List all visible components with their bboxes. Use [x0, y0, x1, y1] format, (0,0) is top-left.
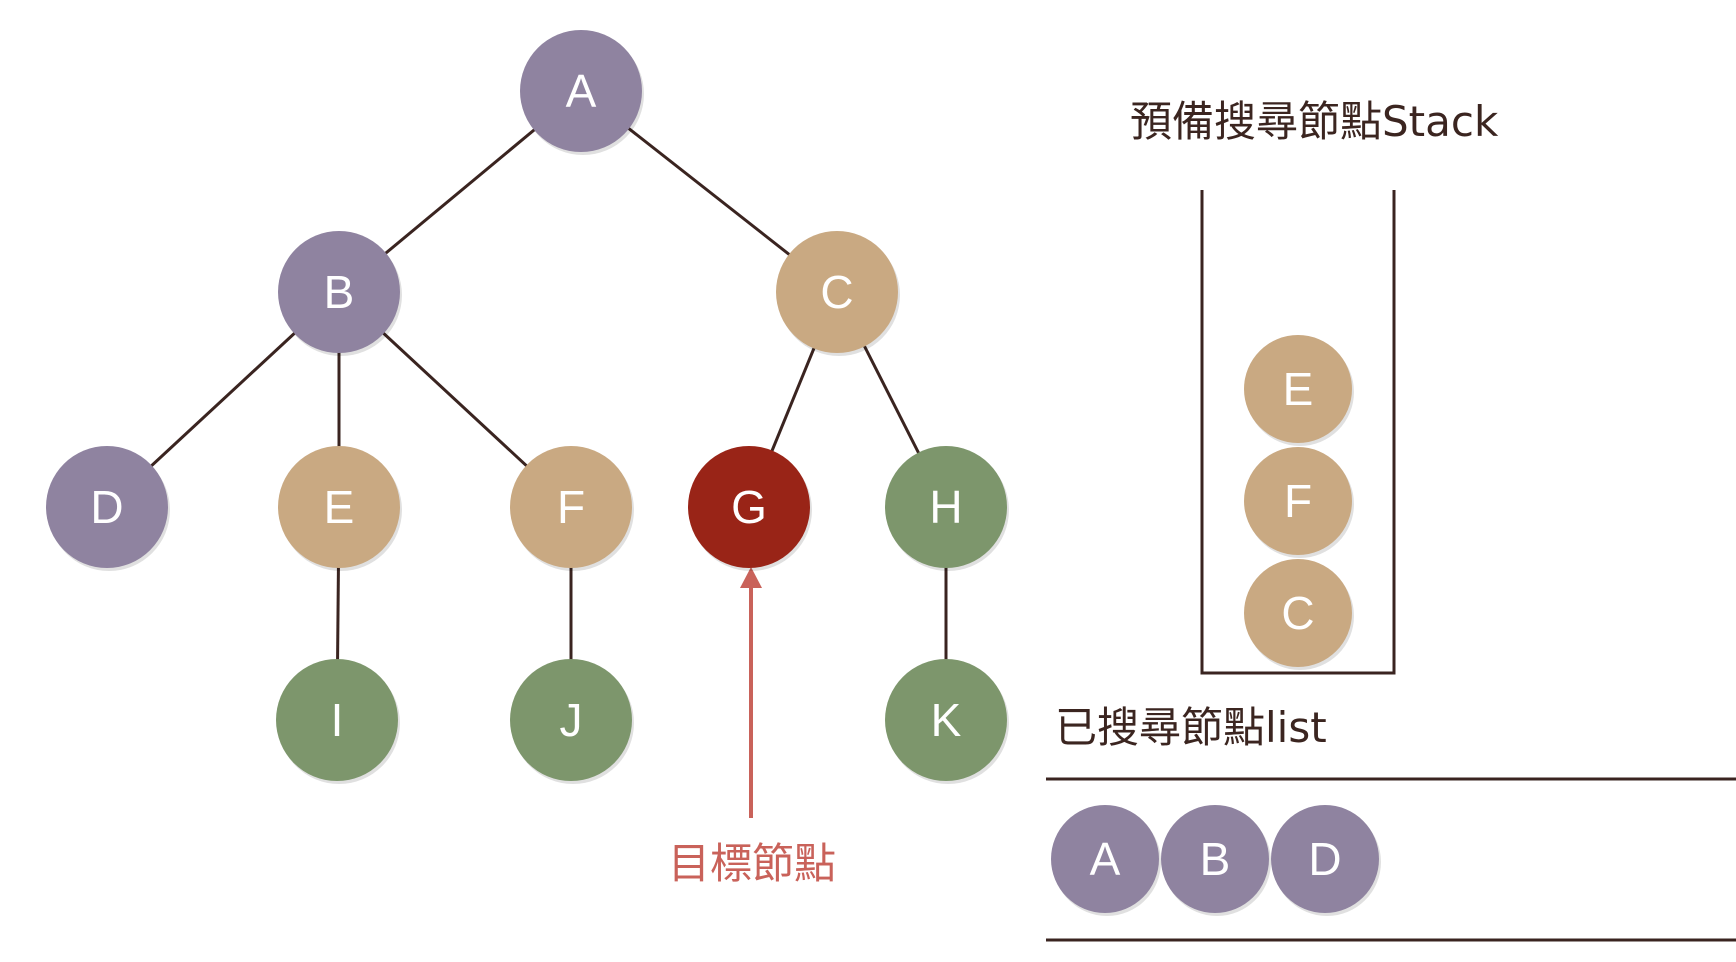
tree-nodes: A B C D E F G H I J K [46, 30, 1009, 784]
visited-list-title: 已搜尋節點list [1055, 703, 1327, 752]
tree-node-c-circle [776, 231, 898, 353]
tree-node-f-label: F [557, 481, 585, 533]
tree-node-g-circle [688, 446, 810, 568]
stack-item-f-circle [1244, 447, 1352, 555]
stack-item-c-label: C [1281, 587, 1314, 639]
tree-node-e: E [278, 446, 402, 571]
target-arrow-head [740, 567, 762, 588]
stack-item-e: E [1244, 335, 1354, 446]
stack-item-f-label: F [1284, 475, 1312, 527]
tree-node-a: A [520, 30, 644, 155]
tree-node-d: D [46, 446, 170, 571]
tree-node-e-label: E [324, 481, 355, 533]
tree-node-a-circle [520, 30, 642, 152]
list-item-a-circle [1051, 805, 1159, 913]
tree-node-h-label: H [929, 481, 962, 533]
list-item-b-circle [1161, 805, 1269, 913]
list-item-d: D [1271, 805, 1381, 916]
tree-node-e-circle [278, 446, 400, 568]
tree-node-k-label: K [931, 694, 962, 746]
tree-node-g-label: G [731, 481, 767, 533]
stack-title: 預備搜尋節點Stack [1130, 97, 1499, 146]
stack-items: E F C [1244, 335, 1354, 670]
tree-node-d-label: D [90, 481, 123, 533]
tree-node-h: H [885, 446, 1009, 571]
tree-node-j-circle [510, 659, 632, 781]
stack-item-e-label: E [1283, 363, 1314, 415]
list-item-d-label: D [1308, 833, 1341, 885]
tree-edges [105, 89, 948, 721]
target-arrow [740, 567, 762, 818]
tree-node-d-circle [46, 446, 168, 568]
list-item-a: A [1051, 805, 1161, 916]
tree-node-h-circle [885, 446, 1007, 568]
tree-node-i-circle [276, 659, 398, 781]
tree-node-g: G [688, 446, 812, 571]
list-item-a-label: A [1090, 833, 1121, 885]
tree-node-j-label: J [560, 694, 583, 746]
tree-node-i: I [276, 659, 400, 784]
stack-walls [1200, 190, 1396, 675]
target-node-label: 目標節點 [667, 839, 837, 888]
tree-node-f: F [510, 446, 634, 571]
list-item-d-circle [1271, 805, 1379, 913]
tree-node-k-circle [885, 659, 1007, 781]
tree-node-f-circle [510, 446, 632, 568]
stack-item-f: F [1244, 447, 1354, 558]
tree-node-b-label: B [324, 266, 355, 318]
stack-container [1200, 190, 1396, 675]
tree-node-c: C [776, 231, 900, 356]
tree-node-i-label: I [331, 694, 344, 746]
stack-item-e-circle [1244, 335, 1352, 443]
tree-node-b-circle [278, 231, 400, 353]
stack-item-c: C [1244, 559, 1354, 670]
tree-node-k: K [885, 659, 1009, 784]
tree-node-a-label: A [566, 65, 597, 117]
list-item-b: B [1161, 805, 1271, 916]
list-item-b-label: B [1200, 833, 1231, 885]
stack-item-c-circle [1244, 559, 1352, 667]
tree-node-c-label: C [820, 266, 853, 318]
tree-node-b: B [278, 231, 402, 356]
tree-node-j: J [510, 659, 634, 784]
